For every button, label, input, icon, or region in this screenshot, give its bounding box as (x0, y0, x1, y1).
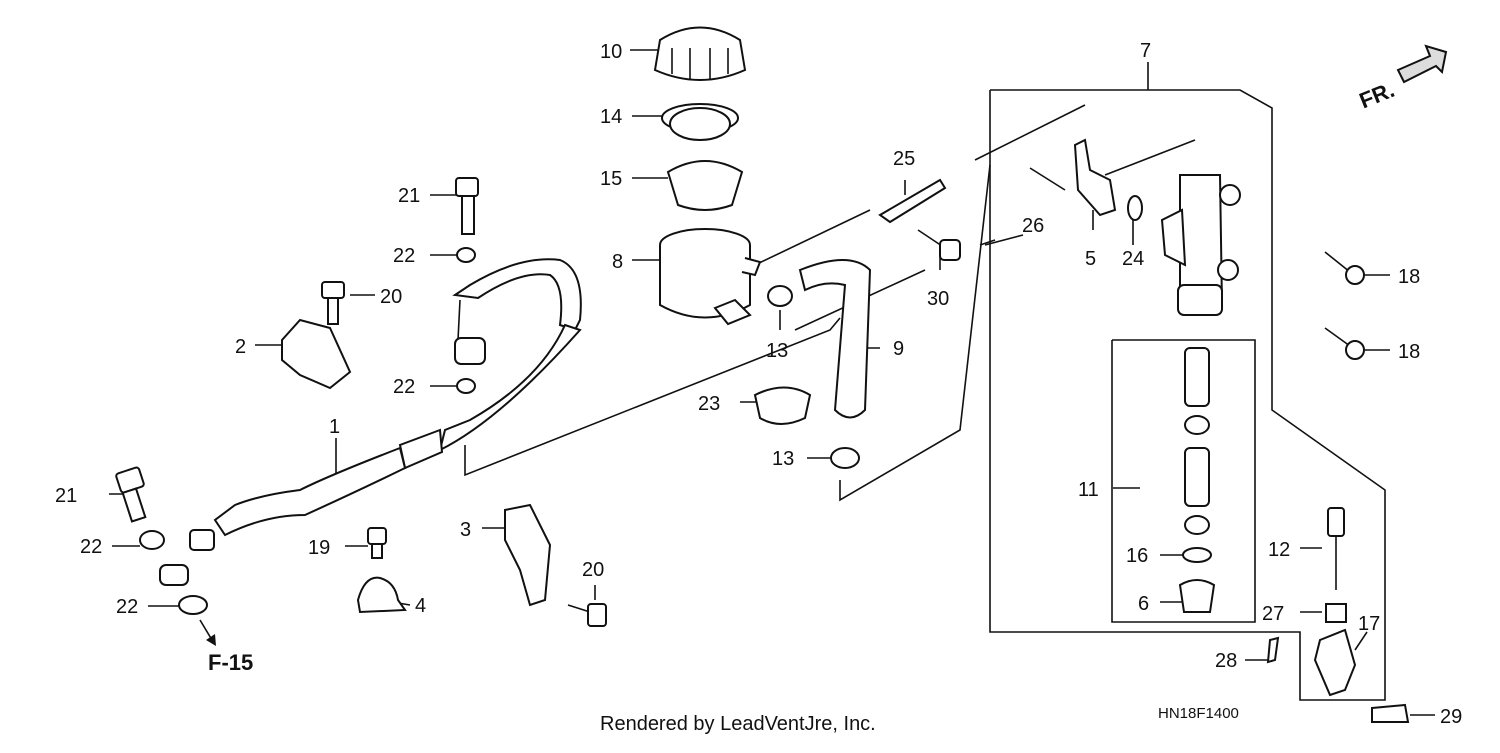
callout-5: 5 (1085, 248, 1096, 270)
reference-arrow (199, 619, 216, 646)
callout-21a: 21 (398, 185, 420, 207)
sealing-washer-22c (139, 530, 165, 550)
oil-bolt-21-lower (115, 466, 147, 523)
callout-22a: 22 (393, 245, 415, 267)
callout-24: 24 (1122, 248, 1144, 270)
bolt-18-upper (1324, 251, 1365, 285)
bolt-18-lower (1324, 327, 1365, 360)
callout-3: 3 (460, 519, 471, 541)
hose-clamp (753, 386, 812, 425)
callout-1: 1 (329, 416, 340, 438)
callout-21b: 21 (55, 485, 77, 507)
hose-end-joint (159, 564, 189, 586)
flange-bolt-20-upper (321, 281, 345, 325)
callout-13b: 13 (772, 448, 794, 470)
circlip-16 (1182, 547, 1212, 563)
callout-2: 2 (235, 336, 246, 358)
joint-pin (1371, 703, 1410, 723)
callout-11: 11 (1078, 479, 1099, 501)
callout-6: 6 (1138, 593, 1149, 615)
callout-12: 12 (1268, 539, 1290, 561)
callout-26: 26 (1022, 215, 1044, 237)
hose-clip-lower (830, 447, 860, 469)
front-direction-indicator: FR. (1356, 44, 1448, 113)
hose-clip-upper (767, 285, 793, 307)
master-cylinder (1160, 174, 1241, 316)
callout-numbers: 10 14 15 8 25 30 26 5 24 7 18 18 9 13 23… (55, 40, 1462, 728)
callout-20b: 20 (582, 559, 604, 581)
callout-22c: 22 (80, 536, 102, 558)
diagram-code: HN18F1400 (1158, 705, 1239, 722)
oil-bolt-21-upper (455, 177, 479, 235)
callout-22b: 22 (393, 376, 415, 398)
callout-10: 10 (600, 41, 622, 63)
callout-17: 17 (1358, 613, 1380, 635)
callout-20a: 20 (380, 286, 402, 308)
sealing-washer-22b (456, 378, 476, 394)
boot-6 (1178, 579, 1216, 613)
piston-set (1178, 347, 1216, 613)
sealing-washer-22a (456, 247, 476, 263)
credit-text: Rendered by LeadVentJre, Inc. (600, 713, 876, 735)
connection-lines (464, 104, 1196, 502)
callout-4: 4 (415, 595, 426, 617)
callout-7: 7 (1140, 40, 1151, 62)
hose-bracket (281, 318, 352, 390)
screw-26 (1029, 167, 1066, 191)
flange-bolt-20-lower (567, 603, 607, 627)
callout-28: 28 (1215, 650, 1237, 672)
sealing-washer-22d (178, 595, 208, 615)
brake-hose (189, 258, 582, 551)
callout-27: 27 (1262, 603, 1284, 625)
svg-text:FR.: FR. (1356, 77, 1398, 113)
reference-label: F-15 (208, 650, 253, 675)
callout-8: 8 (612, 251, 623, 273)
callout-29: 29 (1440, 706, 1462, 728)
callout-9: 9 (893, 338, 904, 360)
callout-23: 23 (698, 393, 720, 415)
callout-18a: 18 (1398, 266, 1420, 288)
cotter-pin (1266, 636, 1280, 664)
hose-stay (504, 503, 552, 607)
reservoir-plate-inner (669, 107, 731, 141)
hose-clamp-4 (356, 576, 407, 614)
callout-22d: 22 (116, 596, 138, 618)
callout-13a: 13 (766, 340, 788, 362)
reservoir-stay (878, 178, 947, 224)
callout-19: 19 (308, 537, 330, 559)
callout-25: 25 (893, 148, 915, 170)
reservoir-hose (798, 259, 872, 419)
push-rod-joint (1313, 628, 1357, 697)
callout-16: 16 (1126, 545, 1148, 567)
leader-lines (109, 49, 1435, 716)
reservoir (659, 228, 762, 326)
push-rod (1327, 507, 1345, 590)
reservoir-cap (653, 26, 747, 81)
callout-18b: 18 (1398, 341, 1420, 363)
callout-15: 15 (600, 168, 622, 190)
group-boundary-7 (989, 89, 1386, 701)
reservoir-diaphragm (666, 160, 744, 211)
hose-joint (1073, 138, 1117, 217)
callout-14: 14 (600, 106, 622, 128)
flange-bolt-30 (917, 229, 961, 261)
nut-27 (1325, 603, 1347, 623)
bolt-19 (367, 527, 387, 559)
group-boundary-11 (1111, 339, 1256, 623)
callout-30: 30 (927, 288, 949, 310)
o-ring (1127, 195, 1143, 221)
